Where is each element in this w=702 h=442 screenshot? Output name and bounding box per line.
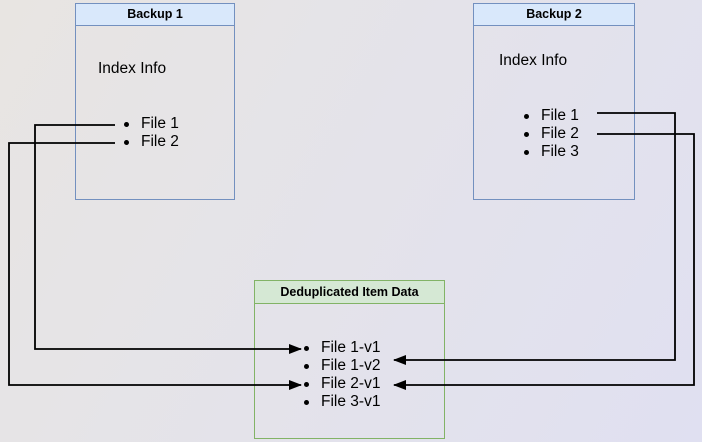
dedup-file1-v1-label: File 1-v1 — [321, 339, 381, 356]
bullet-icon — [524, 131, 529, 137]
dedup-item-list: File 1-v1 File 1-v2 File 2-v1 File 3-v1 — [304, 339, 380, 411]
bullet-icon — [304, 399, 309, 405]
dedup-box: Deduplicated Item Data File 1-v1 File 1-… — [254, 280, 445, 439]
backup2-file-list: File 1 File 2 File 3 — [524, 107, 579, 161]
bullet-icon — [524, 113, 529, 119]
list-item: File 1-v2 — [304, 357, 380, 375]
backup2-box: Backup 2 Index Info File 1 File 2 File 3 — [473, 3, 635, 200]
backup1-title: Backup 1 — [76, 4, 234, 26]
backup1-file-list: File 1 File 2 — [124, 115, 179, 151]
backup2-file1-label: File 1 — [541, 107, 579, 124]
dedup-file3-v1-label: File 3-v1 — [321, 393, 381, 410]
backup2-file2-label: File 2 — [541, 125, 579, 142]
list-item: File 1 — [124, 115, 179, 133]
list-item: File 3 — [524, 143, 579, 161]
dedup-file1-v2-label: File 1-v2 — [321, 357, 381, 374]
backup1-file2-label: File 2 — [141, 133, 179, 150]
backup2-title: Backup 2 — [474, 4, 634, 26]
dedup-file2-v1-label: File 2-v1 — [321, 375, 381, 392]
list-item: File 2-v1 — [304, 375, 380, 393]
backup1-index-info-label: Index Info — [98, 60, 167, 77]
backup1-file1-label: File 1 — [141, 115, 179, 132]
list-item: File 2 — [124, 133, 179, 151]
list-item: File 1-v1 — [304, 339, 380, 357]
bullet-icon — [124, 121, 129, 127]
bullet-icon — [304, 381, 309, 387]
backup2-index-info-label: Index Info — [499, 52, 568, 69]
bullet-icon — [304, 345, 309, 351]
backup2-file3-label: File 3 — [541, 143, 579, 160]
backup1-box: Backup 1 Index Info File 1 File 2 — [75, 3, 235, 200]
bullet-icon — [304, 363, 309, 369]
list-item: File 1 — [524, 107, 579, 125]
dedup-title: Deduplicated Item Data — [255, 281, 444, 304]
list-item: File 2 — [524, 125, 579, 143]
bullet-icon — [524, 149, 529, 155]
list-item: File 3-v1 — [304, 393, 380, 411]
bullet-icon — [124, 139, 129, 145]
